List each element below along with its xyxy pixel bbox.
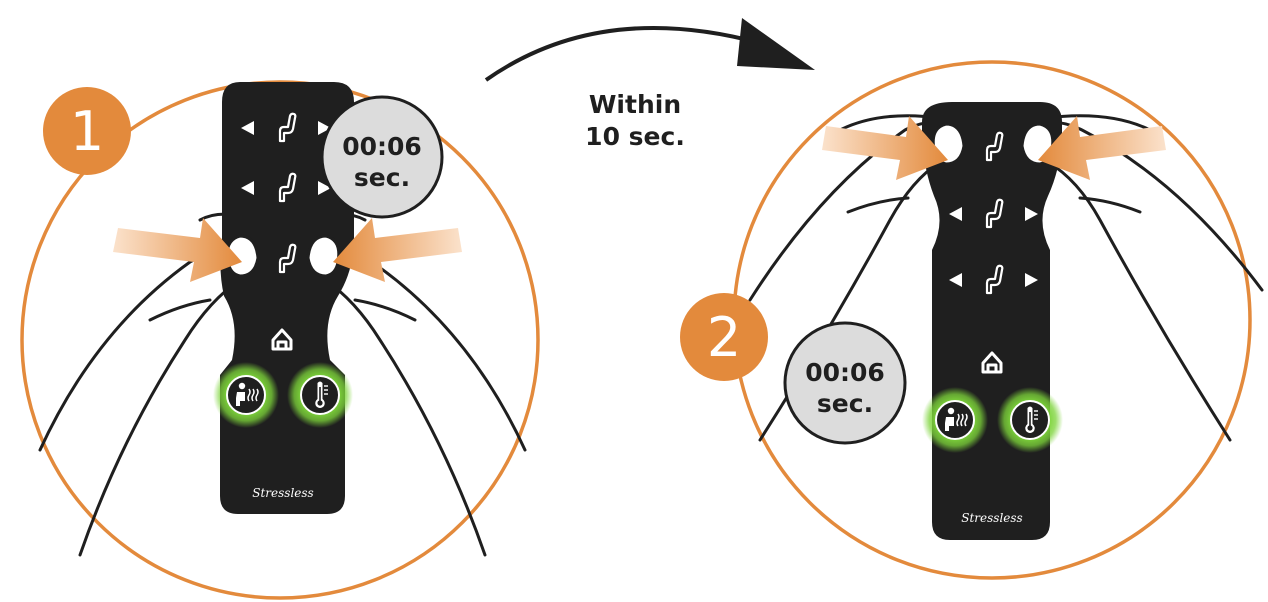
left-thumb — [225, 234, 260, 278]
step-2-row-backrest — [949, 198, 1038, 229]
time-limit-label-line1: Within — [589, 90, 681, 119]
transition: Within 10 sec. — [484, 18, 815, 151]
remote-brand-logo: Stressless — [961, 511, 1022, 525]
time-limit-label-line2: 10 sec. — [585, 122, 685, 151]
step-1-panel: Stressless 00:06 sec. 1 — [20, 80, 540, 600]
left-arrow-button[interactable] — [949, 273, 962, 287]
right-arrow-button[interactable] — [1025, 207, 1038, 221]
right-thumb — [306, 234, 341, 278]
step-1-press-arrow-left — [113, 218, 242, 282]
step-number: 1 — [70, 100, 104, 163]
step-1-press-arrow-right — [333, 218, 462, 282]
step-2-press-arrow-left — [822, 116, 948, 180]
massage-button[interactable] — [213, 362, 279, 428]
right-arrow-button[interactable] — [318, 121, 331, 135]
left-arrow-button[interactable] — [241, 181, 254, 195]
timer-unit: sec. — [354, 163, 410, 192]
step-2-remote: Stressless — [922, 102, 1063, 540]
heat-button[interactable] — [287, 362, 353, 428]
timer-value: 00:06 — [805, 358, 885, 387]
step-2-number-badge: 2 — [680, 293, 768, 381]
heat-button[interactable] — [997, 387, 1063, 453]
step-1-remote: Stressless — [213, 82, 354, 514]
step-number: 2 — [707, 306, 741, 369]
step-2-row-recline — [949, 264, 1038, 295]
step-1-thumbs — [225, 234, 341, 278]
step-1-timer-badge: 00:06 sec. — [320, 95, 444, 219]
timer-value: 00:06 — [342, 132, 422, 161]
step-2-timer-badge: 00:06 sec. — [783, 321, 907, 445]
left-arrow-button[interactable] — [949, 207, 962, 221]
step-2-panel: Stressless 00:06 sec. 2 — [680, 60, 1264, 580]
step-1-row-backrest — [241, 172, 331, 203]
right-arrow-button[interactable] — [1025, 273, 1038, 287]
remote-brand-logo: Stressless — [252, 486, 313, 500]
step-2-press-arrow-right — [1038, 116, 1166, 180]
massage-button[interactable] — [922, 387, 988, 453]
right-arrow-button[interactable] — [318, 181, 331, 195]
curved-arrow — [484, 26, 761, 82]
curved-arrow-head — [737, 18, 815, 70]
timer-unit: sec. — [817, 389, 873, 418]
step-1-row-legrest — [241, 112, 331, 143]
step-1-number-badge: 1 — [43, 87, 131, 175]
left-arrow-button[interactable] — [241, 121, 254, 135]
